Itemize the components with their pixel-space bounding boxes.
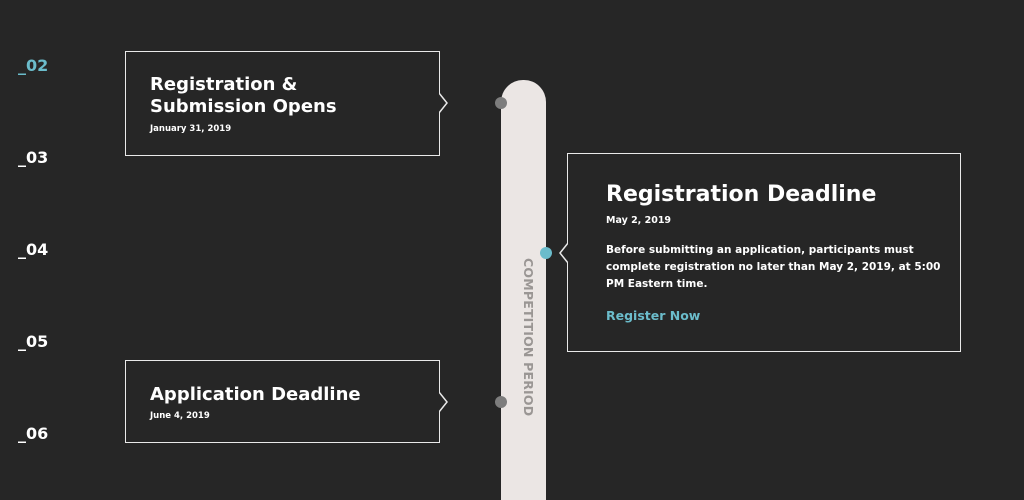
timeline-period-label: COMPETITION PERIOD [521,258,536,417]
event-card-application-deadline[interactable]: Application Deadline June 4, 2019 [125,360,440,443]
event-card-registration-open[interactable]: Registration & Submission Opens January … [125,51,440,156]
event-date: June 4, 2019 [150,411,210,421]
event-title: Registration & Submission Opens [150,74,337,117]
timeline-dot-registration-open[interactable] [495,97,507,109]
register-now-link[interactable]: Register Now [606,308,701,323]
card-pointer-right-icon [439,392,449,412]
step-02[interactable]: _02 [18,56,49,75]
event-title: Application Deadline [150,384,361,405]
card-pointer-left-icon [558,243,568,263]
step-06[interactable]: _06 [18,424,49,443]
timeline-dot-application-deadline[interactable] [495,396,507,408]
step-03[interactable]: _03 [18,148,49,167]
event-card-registration-deadline[interactable]: Registration Deadline May 2, 2019 Before… [567,153,961,352]
timeline-track [501,80,546,500]
timeline-dot-registration-deadline[interactable] [540,247,552,259]
card-pointer-right-icon [439,93,449,113]
event-description: Before submitting an application, partic… [606,244,941,290]
step-05[interactable]: _05 [18,332,49,351]
event-date: January 31, 2019 [150,124,232,134]
step-04[interactable]: _04 [18,240,49,259]
event-title: Registration Deadline [606,182,877,207]
event-date: May 2, 2019 [606,215,672,226]
